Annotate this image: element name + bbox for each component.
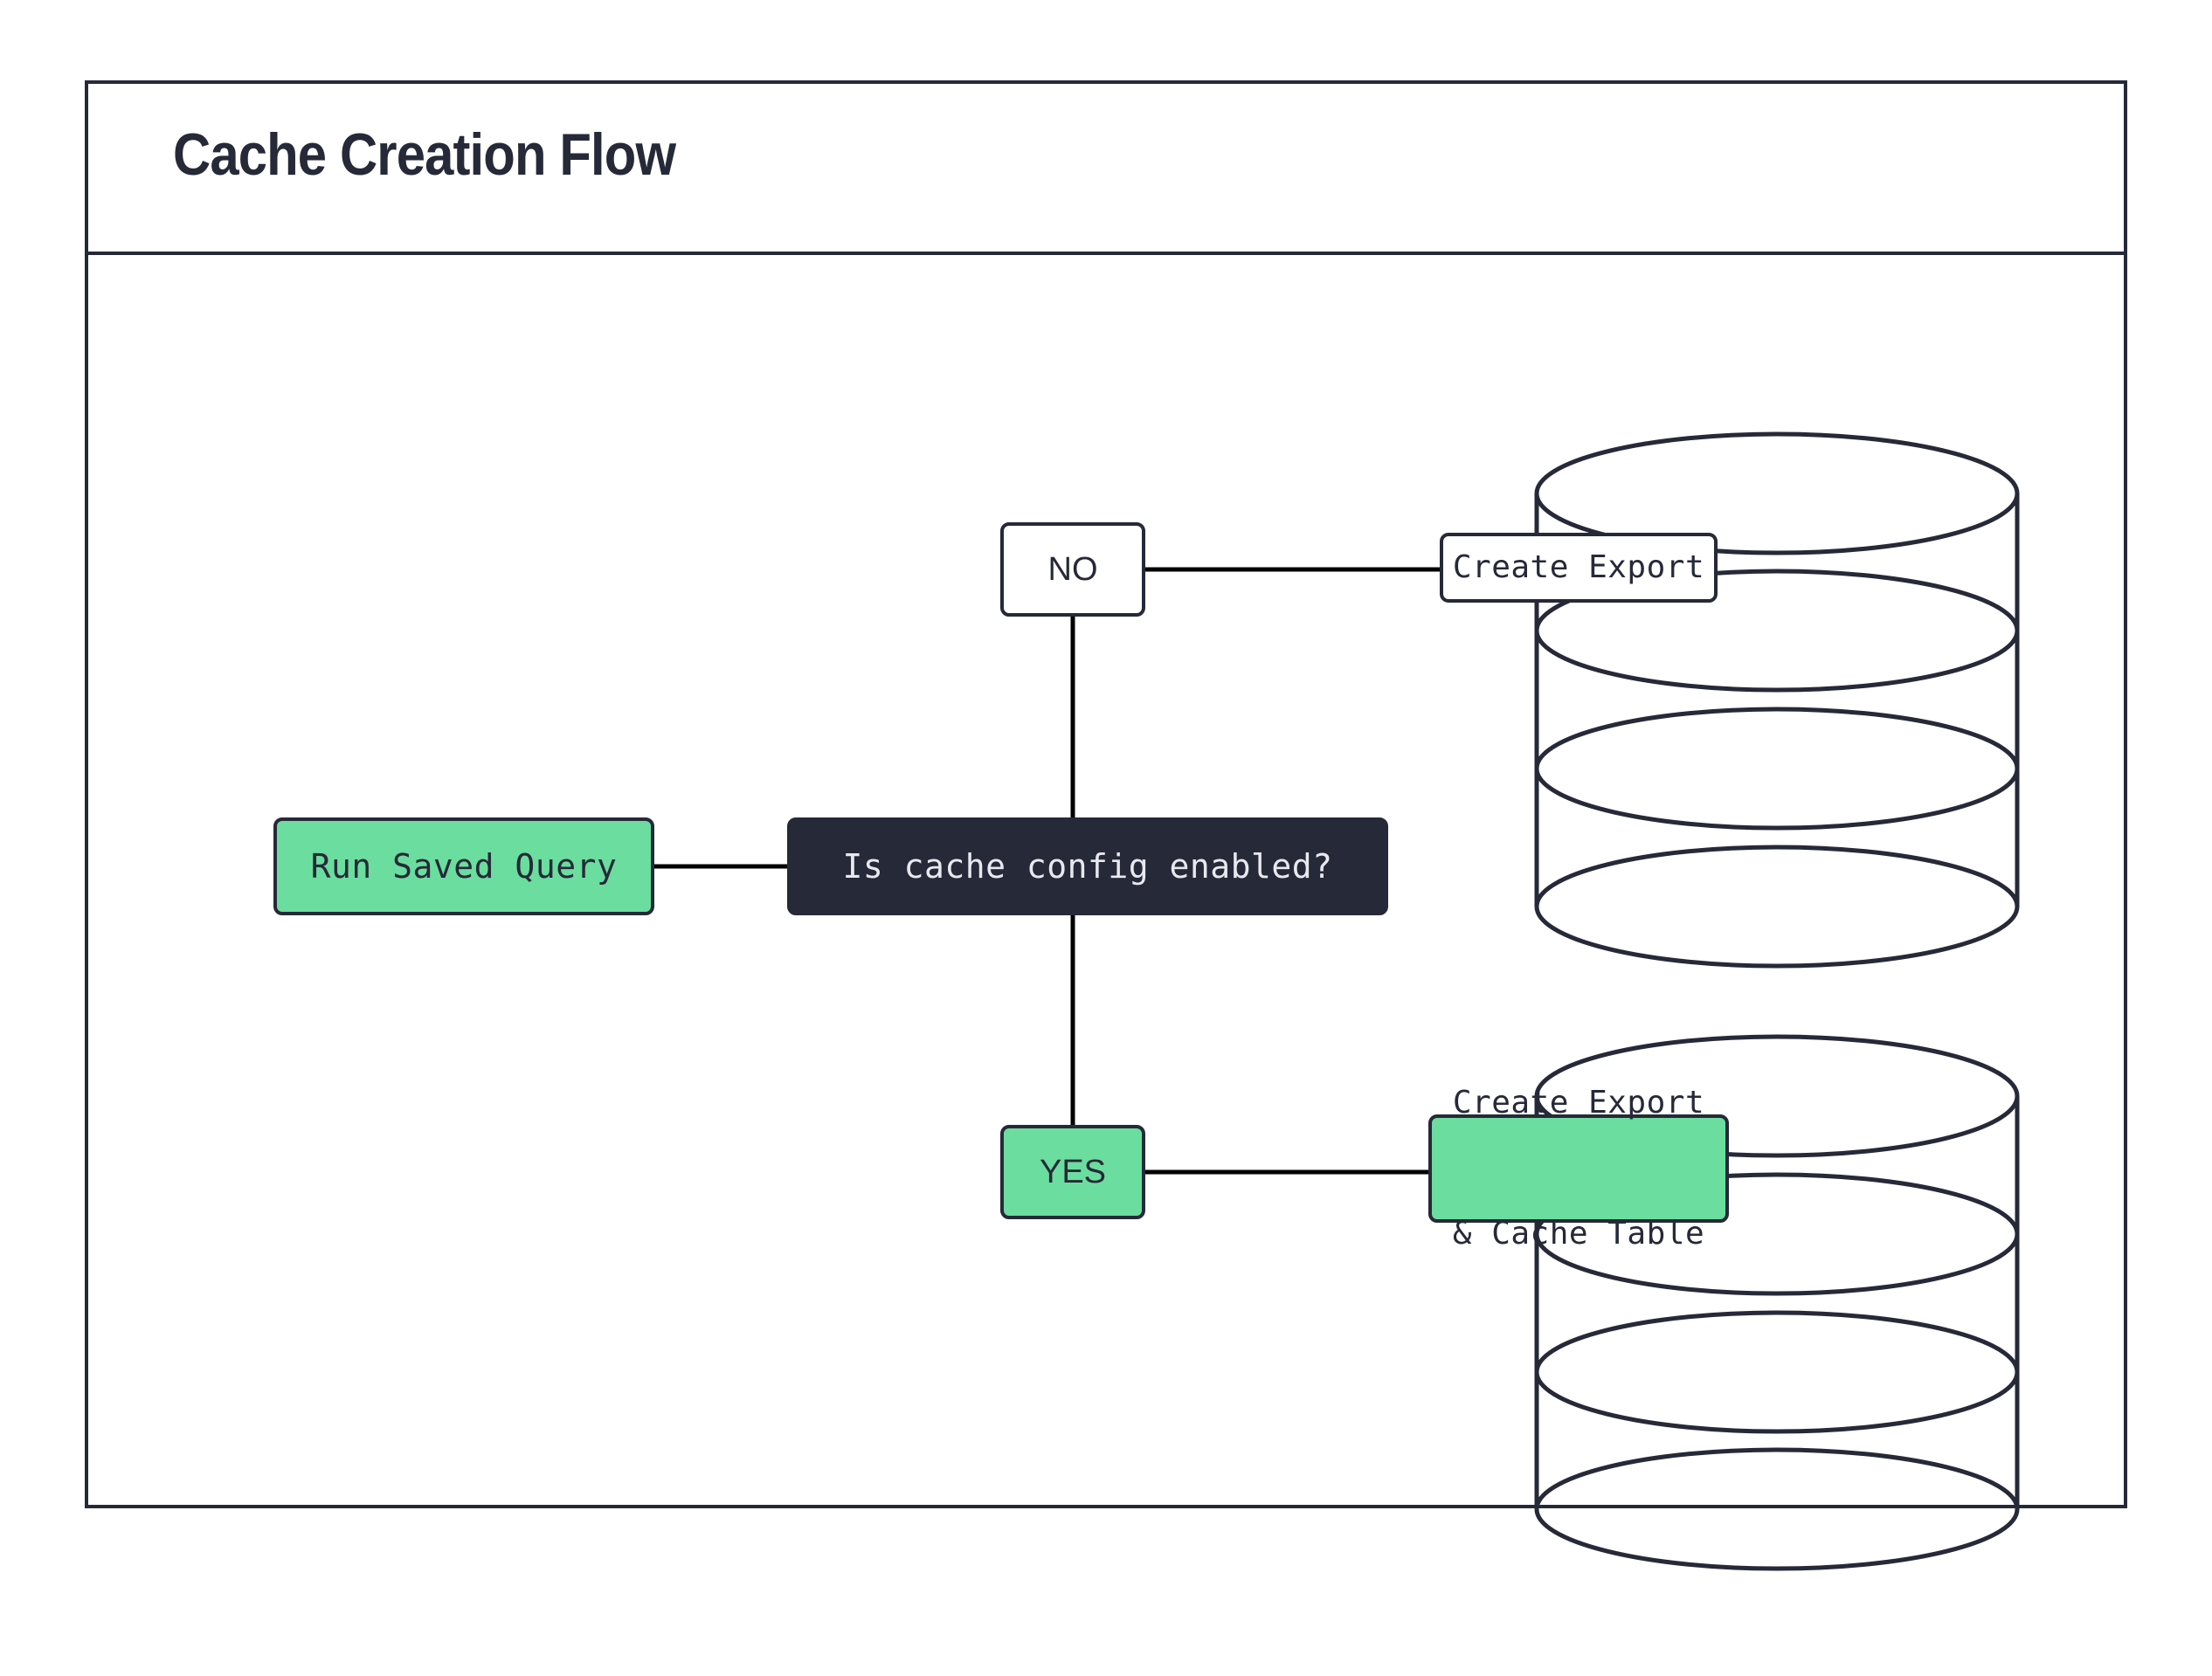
node-create-export-cache-line-2: & Cache Table: [1452, 1216, 1705, 1252]
page-title: Cache Creation Flow: [173, 121, 676, 188]
diagram-graphics: [654, 431, 2020, 1571]
cylinder-create-export: [1534, 431, 2020, 969]
node-create-export-cache-line-1: Create Export: [1452, 1085, 1705, 1121]
edge-label-yes[interactable]: YES: [1000, 1125, 1145, 1219]
node-run-saved-query[interactable]: Run Saved Query: [273, 817, 654, 915]
edge-label-yes-text: YES: [1039, 1154, 1107, 1190]
edge-label-no-text: NO: [1047, 551, 1098, 588]
node-create-export-cache-table-label: Create Export & Cache Table: [1453, 994, 1704, 1343]
node-create-export-label-box[interactable]: Create Export: [1440, 533, 1718, 603]
node-decision-is-cache-config-enabled[interactable]: Is cache config enabled?: [787, 817, 1388, 915]
diagram-canvas: Cache Creation Flow: [85, 80, 2127, 1571]
node-decision-label: Is cache config enabled?: [842, 847, 1333, 886]
node-create-export-label: Create Export: [1452, 549, 1705, 585]
diagram-header: Cache Creation Flow: [88, 84, 2124, 255]
diagram-frame: Cache Creation Flow: [85, 80, 2127, 1571]
diagram-body: Run Saved Query Is cache config enabled?…: [88, 255, 2124, 1571]
node-create-export-cache-table-label-box[interactable]: Create Export & Cache Table: [1428, 1085, 1729, 1252]
edge-label-no[interactable]: NO: [1000, 522, 1145, 617]
node-run-saved-query-label: Run Saved Query: [310, 847, 618, 886]
